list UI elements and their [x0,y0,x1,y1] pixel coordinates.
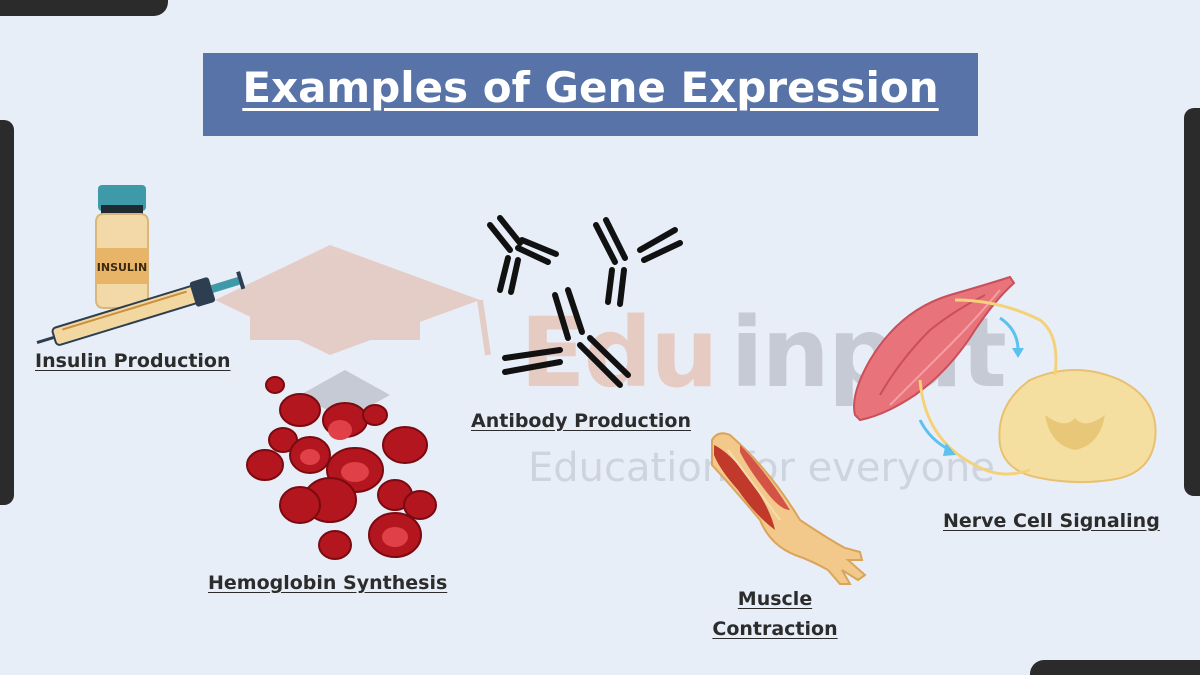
corner-decoration-right [1184,108,1200,496]
label-nerve-cell-signaling: Nerve Cell Signaling [943,510,1160,532]
label-antibody-production: Antibody Production [471,410,691,432]
label-muscle-contraction-line2: Contraction [712,618,838,640]
label-muscle-contraction-line1: Muscle [737,588,813,610]
arm-muscle-icon [711,432,867,585]
label-hemoglobin-synthesis: Hemoglobin Synthesis [208,572,448,594]
corner-decoration-bottom-right [1030,660,1200,675]
corner-decoration-top-left [0,0,168,16]
page-title: Examples of Gene Expression [242,63,939,112]
antibodies-icon [487,215,683,388]
label-insulin-production: Insulin Production [35,350,231,372]
corner-decoration-left [0,120,14,505]
insulin-vial-syringe-icon: INSULIN [36,185,246,346]
title-banner: Examples of Gene Expression [203,53,978,136]
insulin-vial-label: INSULIN [97,261,147,274]
muscle-spinal-cord-icon [853,275,1157,484]
red-blood-cells-icon [246,376,437,560]
